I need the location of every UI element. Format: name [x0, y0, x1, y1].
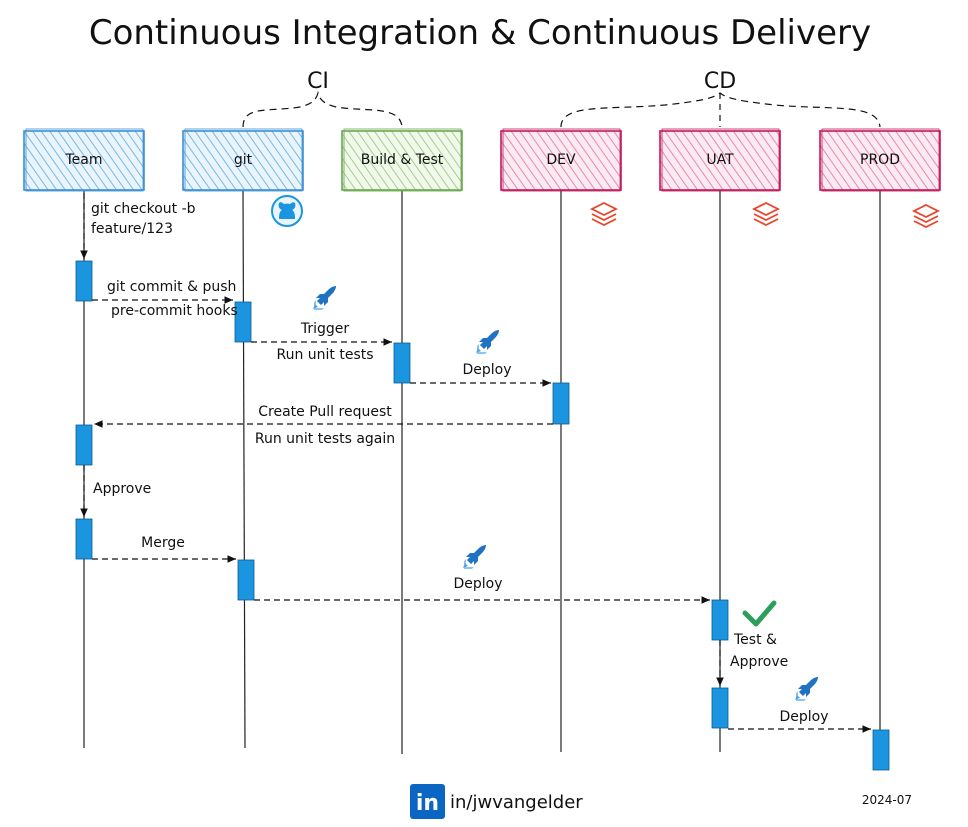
participant-team: Team: [23, 128, 145, 192]
azure-pipelines-icon: [313, 286, 336, 310]
diagram-title: Continuous Integration & Continuous Deli…: [89, 13, 871, 53]
activation-team-2: [75, 424, 93, 466]
check-icon: [742, 600, 777, 627]
participant-label-dev: DEV: [546, 152, 576, 168]
activation-build-1: [393, 342, 411, 384]
label-unit-tests: Run unit tests: [276, 347, 373, 363]
activation-uat-2: [711, 687, 729, 729]
label-deploy-dev: Deploy: [462, 362, 511, 378]
databricks-icon: [589, 201, 619, 227]
participant-git: git: [182, 128, 304, 192]
footer-handle: in/jwvangelder: [450, 792, 583, 813]
participant-dev: DEV: [500, 128, 622, 192]
group-label-ci: CI: [307, 69, 329, 94]
label-precommit: pre-commit hooks: [111, 303, 238, 319]
label-approve: Approve: [93, 481, 151, 497]
footer-date: 2024-07: [862, 793, 912, 807]
label-deploy-prod: Deploy: [779, 709, 828, 725]
label-unit-tests-again: Run unit tests again: [255, 431, 395, 447]
participant-label-git: git: [234, 152, 253, 168]
linkedin-icon: in: [410, 784, 445, 819]
participant-label-team: Team: [64, 152, 102, 168]
ci-brace: [242, 90, 403, 128]
label-merge: Merge: [141, 535, 185, 551]
label-checkout-1: git checkout -b: [91, 201, 196, 217]
group-label-cd: CD: [704, 69, 736, 94]
lifeline-git: [242, 189, 246, 749]
label-commit: git commit & push: [107, 279, 236, 295]
participant-build-test: Build & Test: [341, 128, 463, 192]
activation-git-2: [237, 559, 255, 601]
label-test-2: Approve: [730, 654, 788, 670]
azure-pipelines-icon: [463, 545, 486, 569]
activation-team-3: [75, 518, 93, 560]
label-test-1: Test &: [733, 632, 777, 648]
github-icon: [271, 195, 303, 227]
activation-team-1: [75, 260, 93, 302]
participant-uat: UAT: [659, 128, 781, 192]
azure-pipelines-icon: [476, 330, 499, 354]
databricks-icon: [911, 203, 941, 229]
participant-prod: PROD: [819, 128, 941, 192]
linkedin-icon-letters: in: [416, 791, 439, 816]
azure-pipelines-icon: [795, 677, 818, 701]
label-checkout-2: feature/123: [91, 221, 173, 237]
label-trigger: Trigger: [300, 321, 350, 337]
activation-uat-1: [711, 599, 729, 641]
participant-label-uat: UAT: [706, 152, 734, 168]
activation-dev-1: [552, 382, 570, 425]
databricks-icon: [751, 201, 781, 227]
participant-label-build-test: Build & Test: [361, 152, 444, 168]
label-pull-request: Create Pull request: [258, 404, 392, 420]
activation-git-1: [234, 301, 252, 343]
participant-label-prod: PROD: [860, 152, 900, 168]
label-deploy-uat: Deploy: [453, 576, 502, 592]
activation-prod-1: [872, 729, 890, 771]
